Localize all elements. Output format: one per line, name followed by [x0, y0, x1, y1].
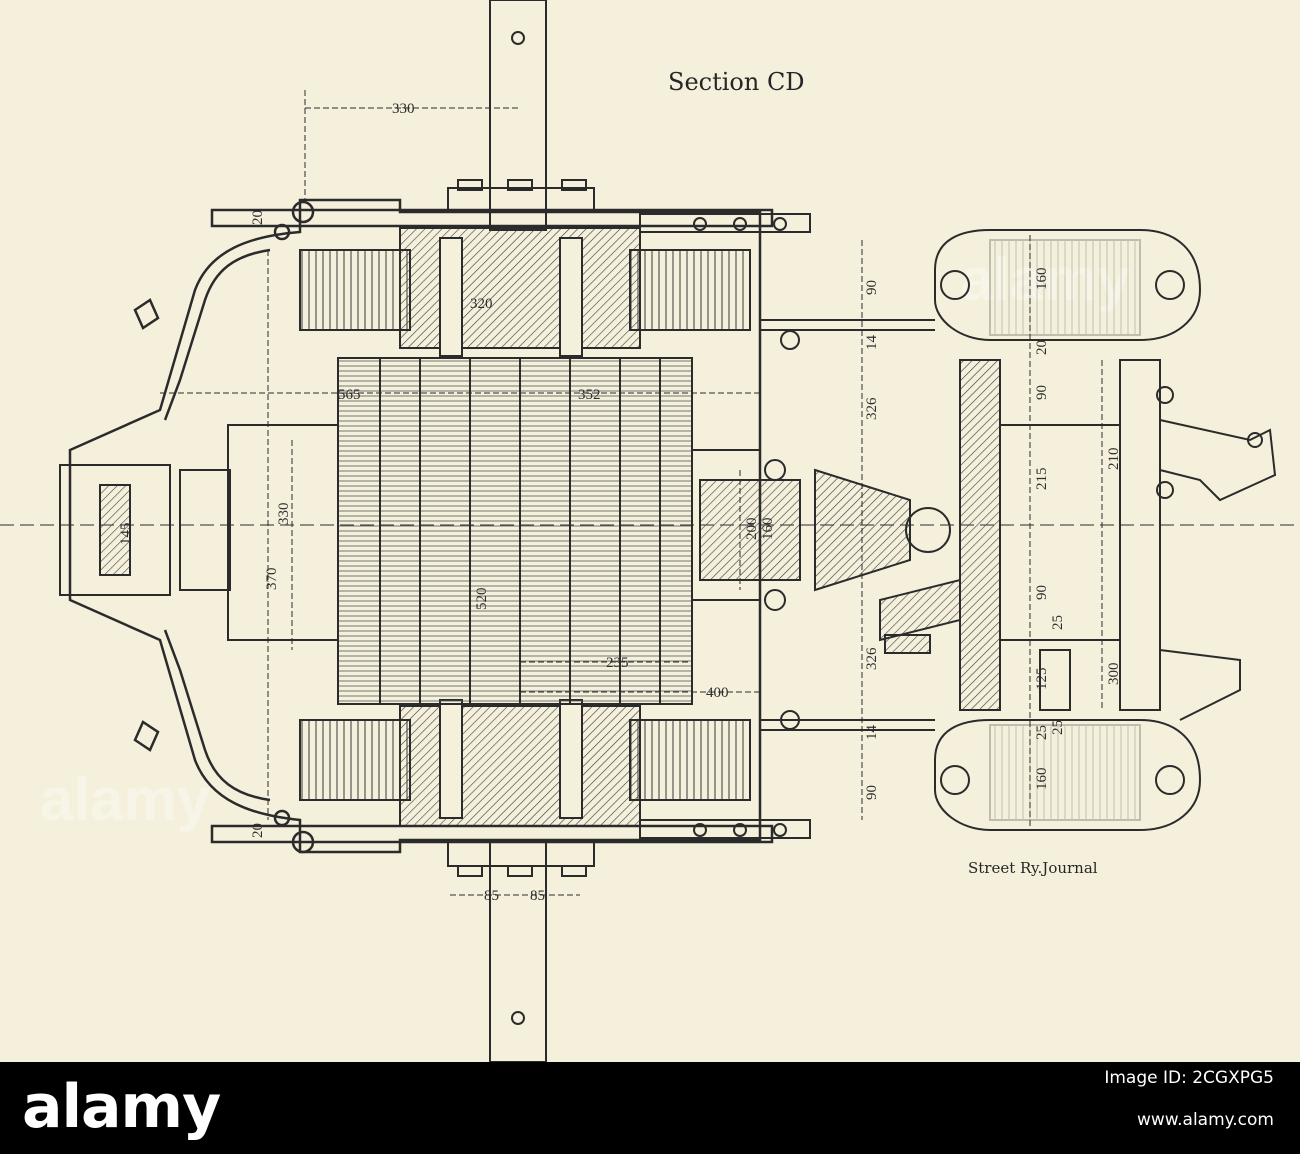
dim-frame-inner: 330 [276, 503, 292, 526]
dim-gear-lower: 90 [1034, 585, 1050, 600]
site-url-link[interactable]: www.alamy.com [1136, 1110, 1274, 1130]
dim-bore-lower: 160 [1034, 768, 1050, 791]
watermark-text: alamy [40, 766, 211, 833]
commutator [59, 424, 339, 641]
dim-armature-left: 565 [338, 387, 361, 403]
dim-pinion: 125 [1034, 668, 1050, 691]
dim-shaft-a: 200 [744, 518, 760, 541]
stock-footer: alamy Image ID: 2CGXPG5 www.alamy.com [0, 1062, 1300, 1154]
gear-hub [879, 359, 1277, 721]
support-webs [760, 319, 935, 731]
axle-cap-bottom [934, 719, 1202, 831]
dim-lining-lower: 25 [1034, 725, 1050, 740]
axle-cap-top [934, 229, 1202, 341]
dim-gear-face: 210 [1106, 448, 1122, 471]
dim-commutator-reach: 400 [706, 685, 729, 701]
section-label: Section CD [668, 68, 805, 96]
dim-gear-case: 300 [1106, 663, 1122, 686]
dim-bolt-left: 85 [484, 888, 499, 904]
dim-bottom-gap: 20 [250, 823, 266, 838]
dim-axle-lower: 326 [864, 647, 880, 670]
motor-frame [68, 198, 774, 854]
pinion-end [692, 330, 951, 730]
dim-top-gap: 20 [250, 210, 266, 225]
dim-field-width: 320 [470, 296, 493, 312]
dim-gear-upper: 90 [1034, 385, 1050, 400]
frame-flange [639, 213, 811, 839]
dim-inner-reach: 235 [606, 655, 629, 671]
dim-frame-outer: 370 [264, 568, 280, 591]
dim-top-offset: 330 [392, 101, 415, 117]
dim-pinion-gap: 25 [1050, 615, 1066, 630]
dim-axle-upper: 326 [864, 397, 880, 420]
dim-armature-dia: 520 [474, 588, 490, 611]
field-pole-bottom [299, 699, 751, 827]
dim-bearing-dia: 145 [118, 523, 134, 546]
brand-logo[interactable]: alamy [22, 1072, 221, 1142]
dim-gear-case-gap: 25 [1050, 720, 1066, 735]
dim-hub-width: 215 [1034, 468, 1050, 491]
dim-armature-right: 352 [578, 387, 601, 403]
image-id-label: Image ID: 2CGXPG5 [1104, 1068, 1274, 1088]
drawing-area: alamy alamy [0, 0, 1300, 1062]
armature-core [337, 357, 693, 705]
dim-bolt-right: 85 [530, 888, 545, 904]
dim-lining-upper: 20 [1034, 340, 1050, 355]
dimension-lines [160, 90, 1103, 896]
dim-axle-cap-upper: 90 [864, 280, 880, 295]
motor-section-drawing: alamy alamy [0, 0, 1300, 1062]
dim-axle-cap-lower: 90 [864, 785, 880, 800]
credit-label: Street Ry.Journal [968, 859, 1098, 877]
suspension-bar [489, 0, 547, 1062]
pole-bolts-top [447, 179, 595, 877]
dim-web-lower: 14 [864, 725, 880, 741]
field-pole-top [299, 227, 751, 357]
dim-bore-upper: 160 [1034, 268, 1050, 291]
dim-shaft-b: 160 [760, 518, 776, 541]
dim-web-upper: 14 [864, 335, 880, 351]
